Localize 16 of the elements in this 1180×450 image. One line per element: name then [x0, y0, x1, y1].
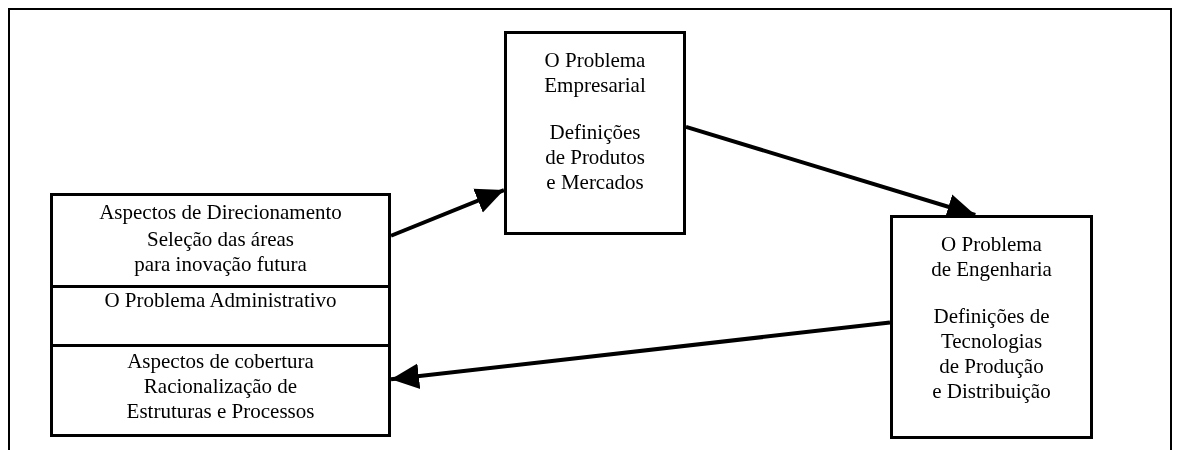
arrow: [390, 188, 505, 238]
box-heading: O Problema Empresarial: [543, 48, 647, 98]
box-text: Racionalização de Estruturas e Processos: [125, 374, 316, 424]
box-text: Definições de Produtos e Mercados: [544, 120, 646, 195]
process-box: [890, 215, 1093, 439]
process-box: [50, 344, 391, 437]
box-text: Definições de Tecnologias de Produção e Distribuição: [931, 304, 1052, 404]
process-box: [50, 193, 391, 288]
arrow: [390, 320, 891, 389]
box-heading: Aspectos de Direcionamento: [99, 200, 342, 225]
box-heading: O Problema Administrativo: [104, 288, 337, 313]
process-box: [50, 285, 391, 347]
box-heading: Aspectos de cobertura: [127, 349, 314, 374]
box-heading: O Problema de Engenharia: [930, 232, 1053, 282]
box-text: Seleção das áreas para inovação futura: [133, 227, 308, 277]
process-box: [504, 31, 686, 235]
